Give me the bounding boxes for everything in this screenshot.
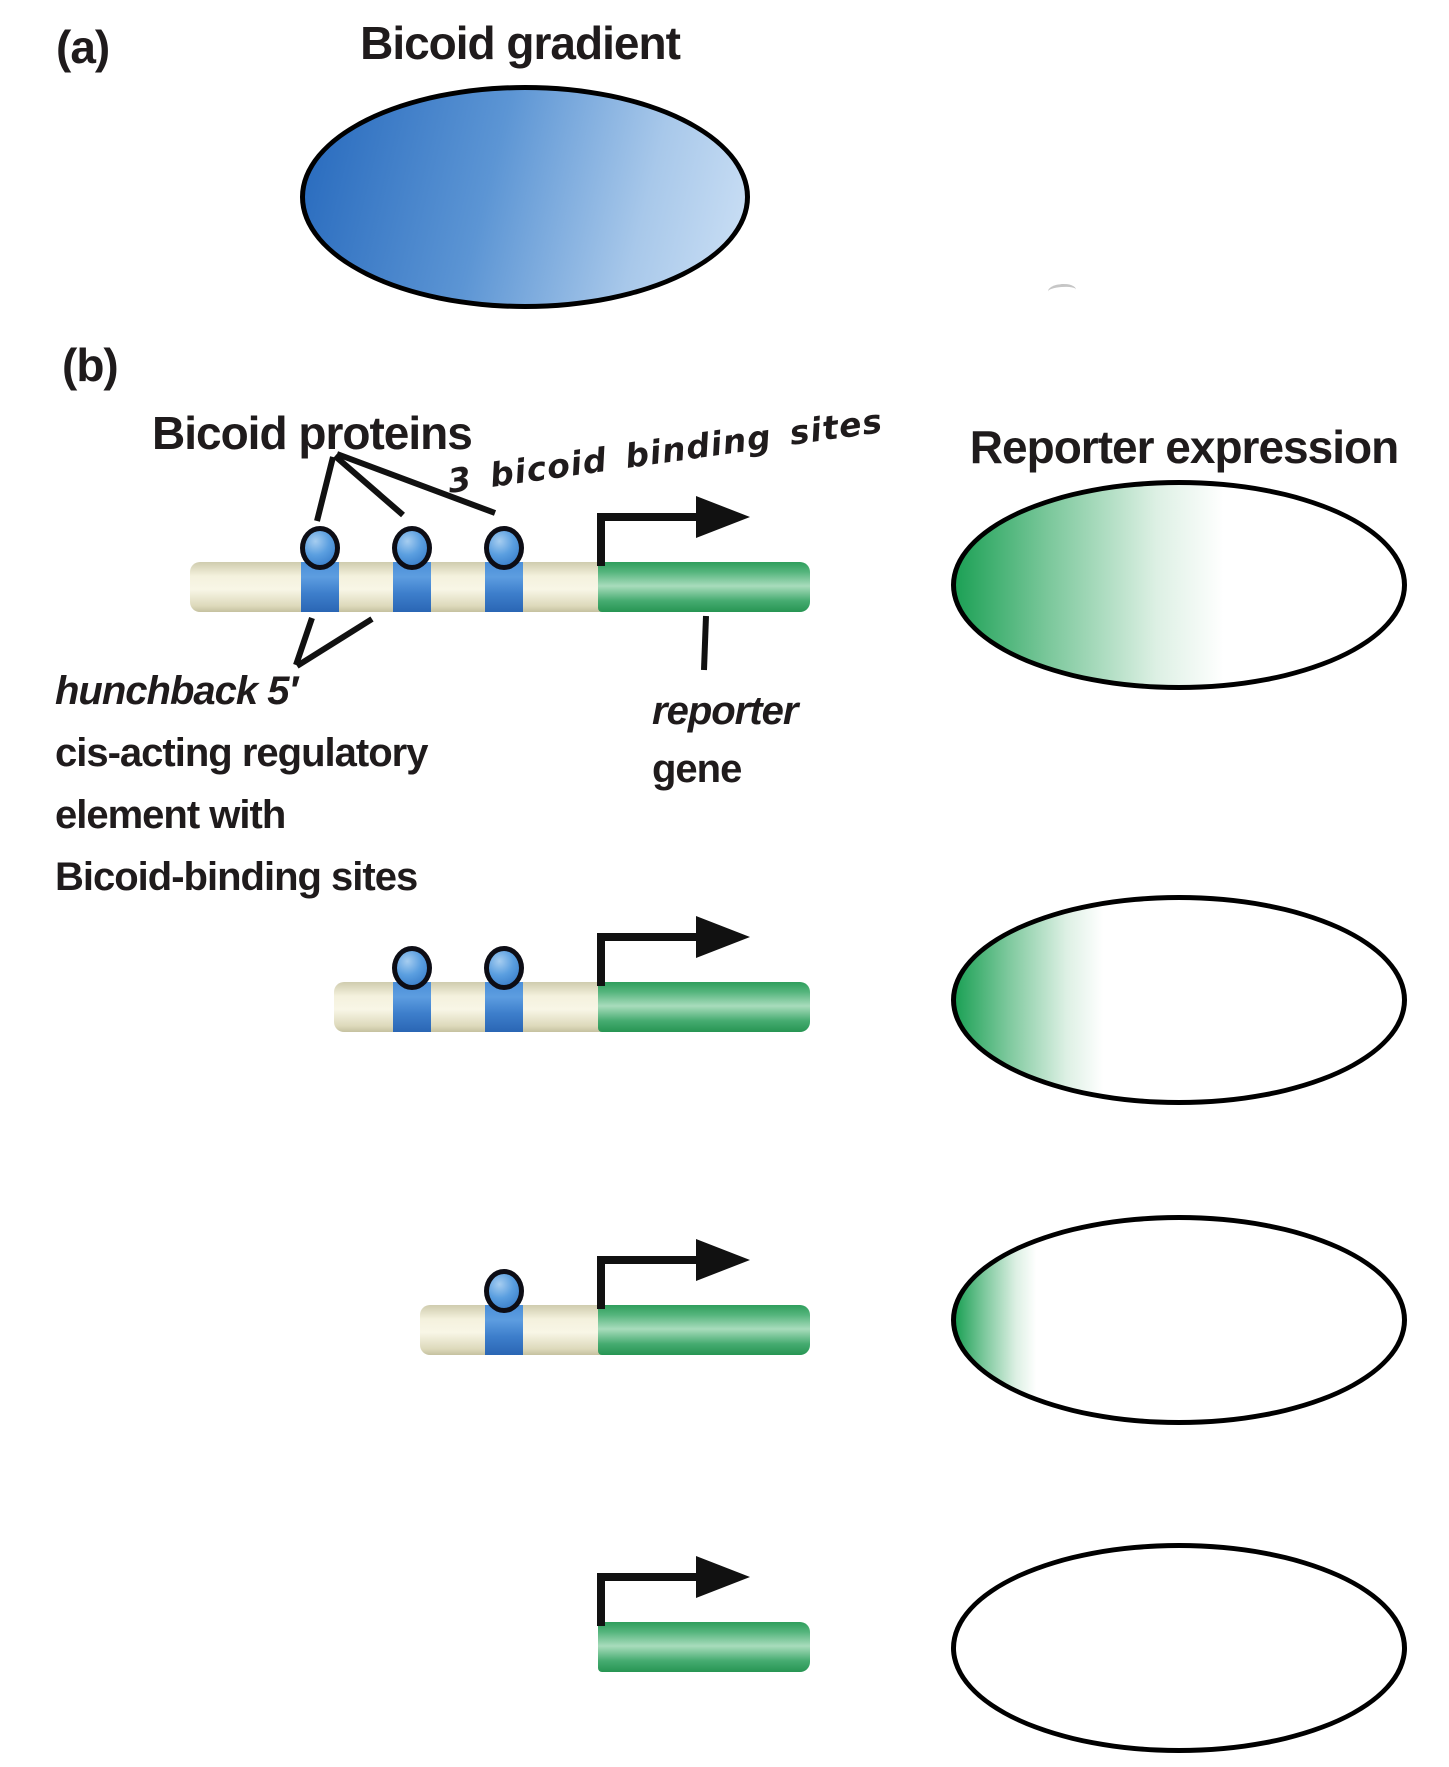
regulatory-pointer-line-2 bbox=[295, 616, 374, 669]
transcription-arrow-head bbox=[696, 1556, 750, 1598]
bicoid-protein bbox=[484, 946, 524, 990]
bicoid-gradient-embryo bbox=[300, 85, 750, 309]
reporter-gene-label-line1: reporter bbox=[652, 689, 798, 733]
transcription-start-arrow bbox=[597, 1573, 700, 1626]
reporter-expression-embryo bbox=[951, 1215, 1407, 1425]
bicoid-binding-site bbox=[393, 562, 431, 612]
bicoid-protein bbox=[392, 526, 432, 570]
panel-b-label: (b) bbox=[62, 339, 119, 391]
transcription-start-arrow bbox=[597, 1256, 700, 1309]
regulatory-pointer-lines bbox=[293, 616, 374, 669]
regulatory-dna-bar bbox=[334, 982, 604, 1032]
transcription-arrow-head bbox=[696, 1239, 750, 1281]
reporter-gene-label-line2: gene bbox=[652, 747, 742, 791]
reporter-expression-title: Reporter expression bbox=[969, 421, 1399, 473]
panel-a-title: Bicoid gradient bbox=[360, 17, 681, 69]
reporter-gene-bar bbox=[598, 1622, 810, 1672]
construct-row-two-binding-sites bbox=[0, 946, 1449, 1032]
regulatory-label-line1: hunchback 5′ bbox=[55, 669, 298, 713]
stray-gray-mark bbox=[1047, 283, 1077, 298]
bicoid-protein bbox=[300, 526, 340, 570]
construct-row-one-binding-site bbox=[0, 1269, 1449, 1355]
regulatory-label-line4: Bicoid-binding sites bbox=[55, 855, 418, 899]
regulatory-label-line3: element with bbox=[55, 793, 286, 837]
reporter-expression-embryo bbox=[951, 480, 1407, 690]
regulatory-element-label: hunchback 5′ cis-acting regulatory eleme… bbox=[55, 660, 428, 908]
transcription-start-arrow bbox=[597, 513, 700, 566]
bicoid-protein bbox=[484, 526, 524, 570]
reporter-gene-bar bbox=[598, 1305, 810, 1355]
reporter-gene-pointer-line bbox=[701, 615, 709, 671]
protein-pointer-line-1 bbox=[314, 456, 336, 522]
reporter-expression-embryo bbox=[951, 895, 1407, 1105]
transcription-start-arrow bbox=[597, 933, 700, 986]
transcription-arrow-head bbox=[696, 496, 750, 538]
bicoid-binding-site bbox=[485, 982, 523, 1032]
reporter-gene-bar bbox=[598, 562, 810, 612]
bicoid-binding-site bbox=[485, 1305, 523, 1355]
reporter-expression-embryo bbox=[951, 1543, 1407, 1753]
bicoid-protein bbox=[484, 1269, 524, 1313]
transcription-arrow-head bbox=[696, 916, 750, 958]
construct-row-no-binding-sites bbox=[0, 1622, 1449, 1672]
bicoid-binding-site bbox=[393, 982, 431, 1032]
regulatory-pointer-line-1 bbox=[293, 617, 315, 666]
protein-pointer-line-2 bbox=[333, 453, 405, 518]
handwritten-annotation: 3 bicoid binding sites bbox=[445, 401, 886, 501]
regulatory-label-line2: cis-acting regulatory bbox=[55, 731, 428, 775]
panel-a-label: (a) bbox=[56, 21, 110, 73]
reporter-gene-label: reporter gene bbox=[652, 682, 798, 798]
bicoid-protein bbox=[392, 946, 432, 990]
bicoid-binding-site bbox=[301, 562, 339, 612]
bicoid-proteins-label: Bicoid proteins bbox=[152, 407, 473, 459]
bicoid-binding-site bbox=[485, 562, 523, 612]
construct-row-three-binding-sites bbox=[0, 526, 1449, 612]
reporter-gene-bar bbox=[598, 982, 810, 1032]
